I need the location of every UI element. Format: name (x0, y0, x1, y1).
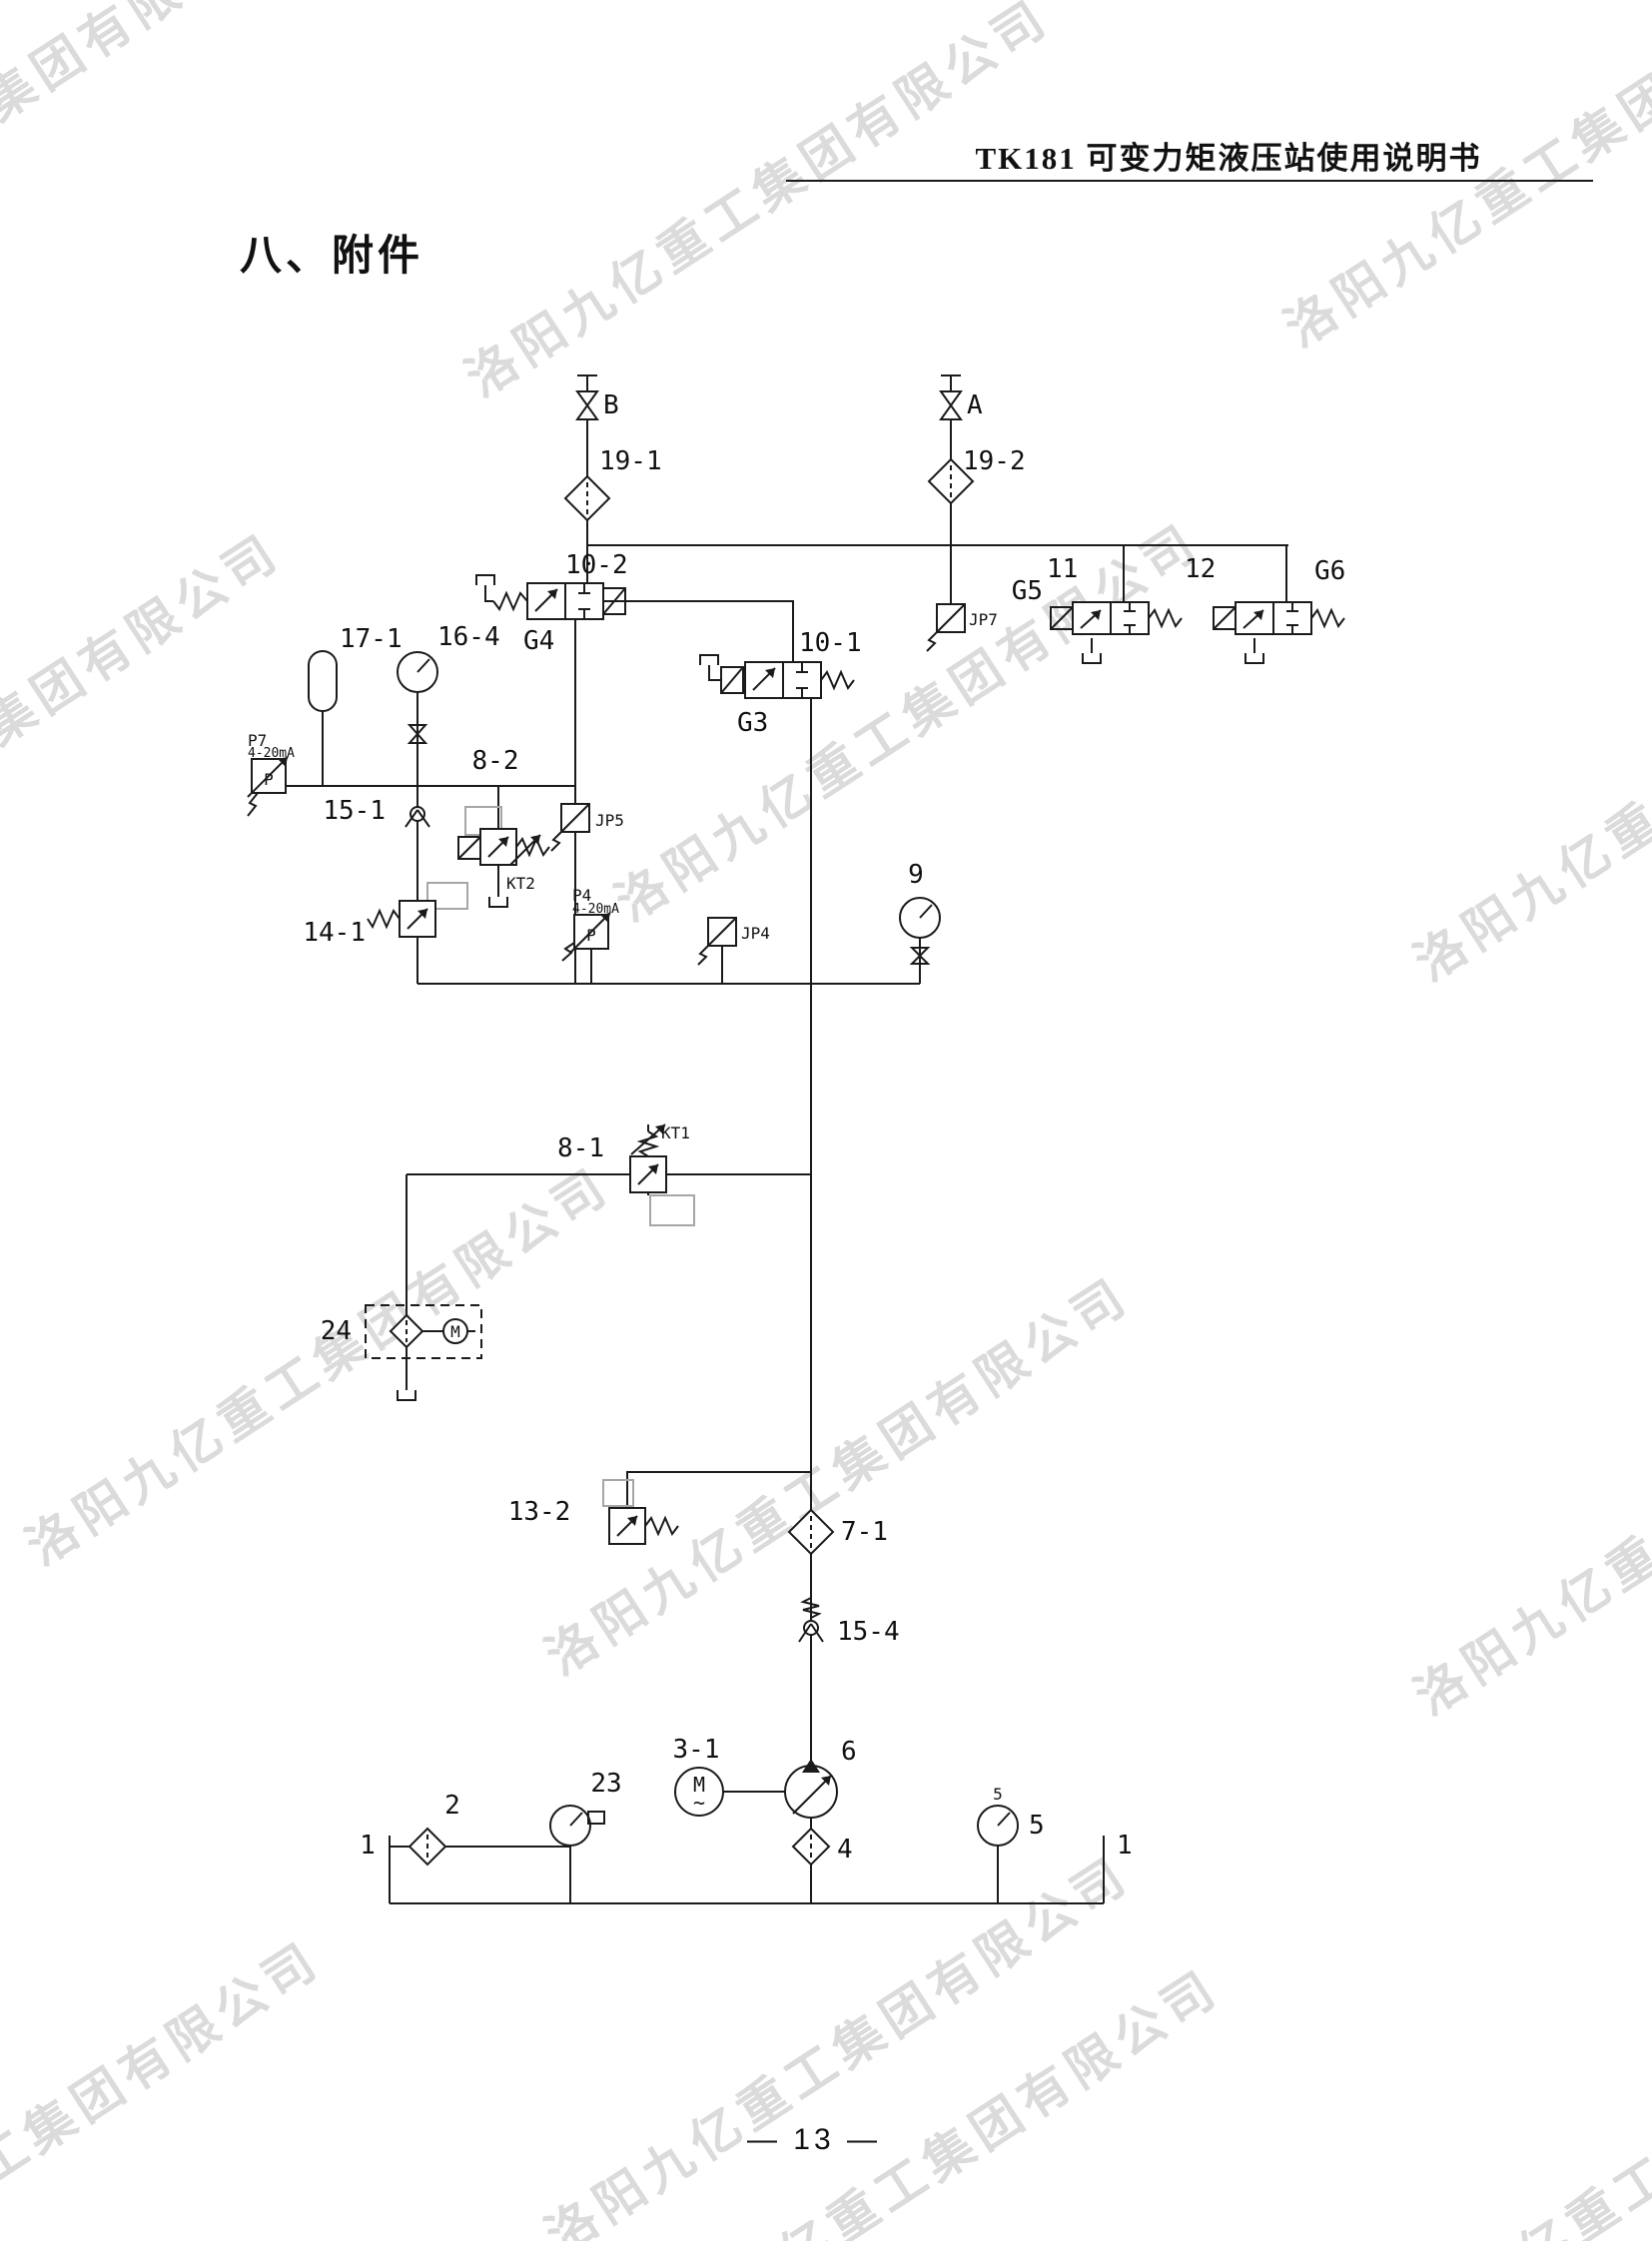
label-p4-letter: P (586, 926, 596, 945)
label-9: 9 (908, 860, 924, 890)
solenoid-valve-g5 (1050, 601, 1183, 664)
label-24: 24 (321, 1316, 352, 1346)
directional-valve-g4 (475, 574, 626, 620)
label-jp5: JP5 (595, 811, 624, 830)
relief-valve-8-1 (629, 1123, 695, 1226)
accumulator-17-1 (308, 650, 338, 712)
electric-motor-3-1 (674, 1767, 724, 1817)
filter-19-1 (563, 474, 611, 522)
component-labels: B 19-1 A 19-2 10-2 G4 10-1 G3 11 G5 12 G… (248, 390, 1345, 1865)
relief-valve-8-2 (457, 806, 550, 908)
label-1-left: 1 (360, 1831, 376, 1861)
label-11: 11 (1047, 554, 1078, 584)
label-motor-tilde: ~ (693, 1791, 705, 1815)
label-p4: P4 (572, 886, 591, 905)
pipe-lines (286, 374, 1288, 1904)
label-16-4: 16-4 (437, 622, 500, 652)
label-14-1: 14-1 (303, 918, 366, 948)
label-17-1: 17-1 (340, 624, 403, 654)
label-19-2: 19-2 (963, 446, 1026, 476)
label-10-2: 10-2 (565, 550, 628, 580)
label-kt2: KT2 (506, 874, 535, 893)
pressure-switch-jp5 (550, 803, 590, 852)
pressure-switch-jp7 (926, 603, 966, 652)
valve-13-2 (602, 1479, 679, 1545)
pressure-transmitter-p7 (247, 756, 289, 817)
label-g6: G6 (1314, 556, 1345, 586)
solenoid-valve-g6 (1213, 601, 1345, 664)
label-g5: G5 (1012, 576, 1043, 606)
pressure-gauge-23 (549, 1805, 605, 1847)
relief-valve-14-1 (367, 882, 468, 938)
header-rule (786, 180, 1593, 182)
label-jp7: JP7 (969, 610, 998, 629)
pressure-gauge-5 (977, 1805, 1019, 1847)
label-10-1: 10-1 (799, 628, 862, 658)
pressure-gauge-16-4 (397, 651, 438, 744)
label-valve-a: A (967, 390, 983, 420)
header-title: TK181 可变力矩液压站使用说明书 (975, 141, 1482, 176)
pump-6 (784, 1759, 838, 1819)
filter-7-1 (787, 1508, 835, 1556)
pressure-switch-jp4 (697, 917, 737, 966)
label-5: 5 (1029, 1811, 1045, 1841)
label-p7: P7 (248, 731, 267, 750)
shutoff-valve-a (939, 390, 963, 420)
label-3-1: 3-1 (673, 1735, 720, 1765)
label-7-1: 7-1 (841, 1517, 888, 1547)
pressure-transmitter-p4 (561, 912, 611, 962)
label-8-1: 8-1 (557, 1133, 604, 1163)
label-15-1: 15-1 (323, 796, 386, 826)
filter-19-2 (927, 457, 975, 505)
label-13-2: 13-2 (508, 1497, 571, 1527)
label-23: 23 (590, 1769, 621, 1799)
pressure-gauge-9 (899, 897, 941, 965)
filter-2 (408, 1827, 447, 1867)
label-jp4: JP4 (741, 924, 770, 943)
label-g4: G4 (523, 626, 554, 656)
check-valve-15-4 (798, 1597, 824, 1643)
directional-valve-g3 (699, 654, 855, 699)
shutoff-valve-b (575, 390, 599, 420)
label-19-1: 19-1 (599, 446, 662, 476)
label-4: 4 (837, 1835, 853, 1865)
label-2: 2 (444, 1791, 460, 1821)
label-g3: G3 (737, 708, 768, 738)
label-24-motor: M (450, 1322, 460, 1341)
label-6: 6 (841, 1737, 857, 1767)
page-number: — 13 — (746, 2123, 882, 2156)
label-valve-b: B (603, 390, 619, 420)
label-p4-range: 4-20mA (572, 902, 619, 917)
circulation-unit-24 (365, 1304, 482, 1401)
label-motor-m: M (693, 1773, 705, 1797)
filter-4 (791, 1827, 831, 1867)
label-1-right: 1 (1117, 1831, 1133, 1861)
label-p7-range: 4-20mA (248, 746, 295, 761)
section-title: 八、附件 (240, 232, 424, 279)
check-valve-15-1 (405, 806, 430, 828)
label-kt1: KT1 (661, 1123, 690, 1142)
label-p7-letter: P (264, 770, 274, 789)
label-5-small: 5 (993, 1785, 1003, 1804)
label-12: 12 (1185, 554, 1216, 584)
label-8-2: 8-2 (472, 746, 519, 776)
label-15-4: 15-4 (837, 1617, 900, 1647)
